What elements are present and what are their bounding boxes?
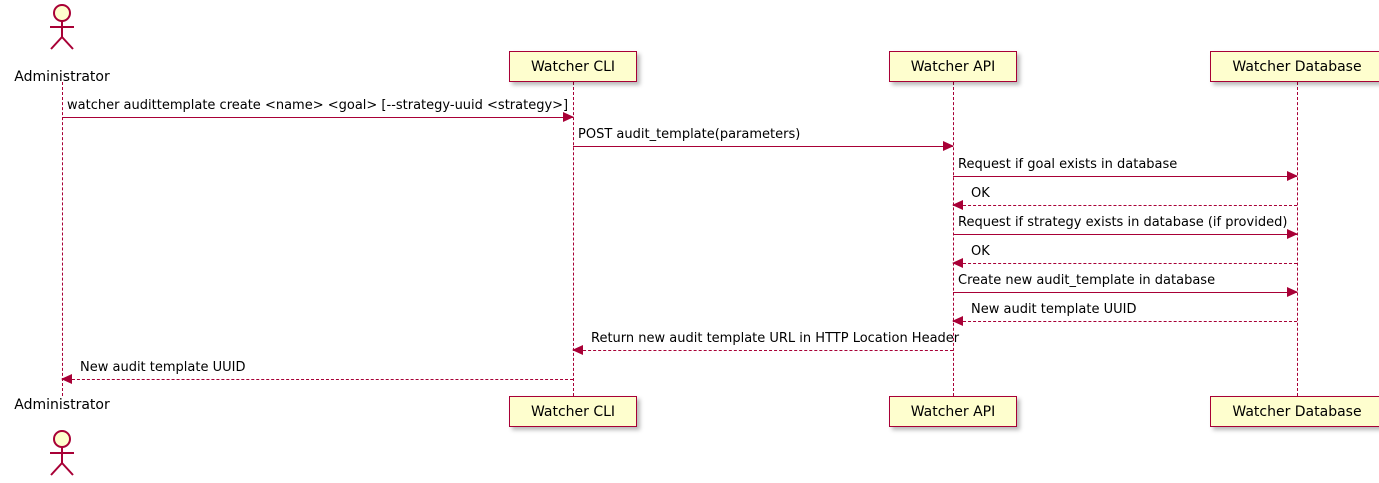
arrowhead-icon bbox=[572, 345, 583, 355]
lifeline-administrator bbox=[62, 82, 63, 396]
message-line bbox=[953, 205, 1297, 206]
participant-watcher-database[interactable]: Watcher Database bbox=[1210, 51, 1379, 82]
message-line bbox=[953, 263, 1297, 264]
message-label: watcher audittemplate create <name> <goa… bbox=[67, 98, 569, 113]
message-label: OK bbox=[971, 244, 990, 259]
participant-label-watcher-cli: Watcher CLI bbox=[530, 58, 616, 75]
actor-figure bbox=[50, 430, 74, 476]
lifeline-watcher-api bbox=[953, 82, 954, 396]
message-label: Request if goal exists in database bbox=[958, 157, 1178, 172]
arrowhead-icon bbox=[952, 258, 963, 268]
participant-watcher-database[interactable]: Watcher Database bbox=[1210, 396, 1379, 427]
participant-label-administrator: Administrator bbox=[14, 69, 110, 85]
message-line bbox=[953, 292, 1297, 293]
message-line bbox=[953, 176, 1297, 177]
arrowhead-icon bbox=[952, 200, 963, 210]
participant-watcher-cli[interactable]: Watcher CLI bbox=[508, 396, 638, 427]
participant-watcher-cli[interactable]: Watcher CLI bbox=[508, 51, 638, 82]
arrowhead-icon bbox=[563, 112, 574, 122]
message-label: Return new audit template URL in HTTP Lo… bbox=[591, 331, 960, 346]
message-line bbox=[573, 146, 953, 147]
participant-watcher-api[interactable]: Watcher API bbox=[888, 51, 1018, 82]
arrowhead-icon bbox=[1287, 229, 1298, 239]
arrowhead-icon bbox=[1287, 287, 1298, 297]
message-label: POST audit_template(parameters) bbox=[578, 127, 801, 142]
participant-label-watcher-database: Watcher Database bbox=[1232, 58, 1362, 75]
lifeline-watcher-database bbox=[1297, 82, 1298, 396]
message-label: New audit template UUID bbox=[971, 302, 1137, 317]
arrowhead-icon bbox=[1287, 171, 1298, 181]
participant-watcher-api[interactable]: Watcher API bbox=[888, 396, 1018, 427]
arrowhead-icon bbox=[61, 374, 72, 384]
participant-label-watcher-api: Watcher API bbox=[910, 403, 996, 420]
message-label: Request if strategy exists in database (… bbox=[958, 215, 1288, 230]
message-label: New audit template UUID bbox=[80, 360, 246, 375]
participant-label-watcher-api: Watcher API bbox=[910, 58, 996, 75]
message-label: Create new audit_template in database bbox=[958, 273, 1216, 288]
message-line bbox=[953, 234, 1297, 235]
message-line bbox=[573, 350, 953, 351]
message-line bbox=[62, 379, 573, 380]
participant-label-administrator: Administrator bbox=[14, 397, 110, 413]
arrowhead-icon bbox=[952, 316, 963, 326]
participant-label-watcher-database: Watcher Database bbox=[1232, 403, 1362, 420]
participant-label-watcher-cli: Watcher CLI bbox=[530, 403, 616, 420]
message-label: OK bbox=[971, 186, 990, 201]
message-line bbox=[62, 117, 573, 118]
lifeline-watcher-cli bbox=[573, 82, 574, 396]
arrowhead-icon bbox=[943, 141, 954, 151]
actor-figure bbox=[50, 4, 74, 50]
message-line bbox=[953, 321, 1297, 322]
